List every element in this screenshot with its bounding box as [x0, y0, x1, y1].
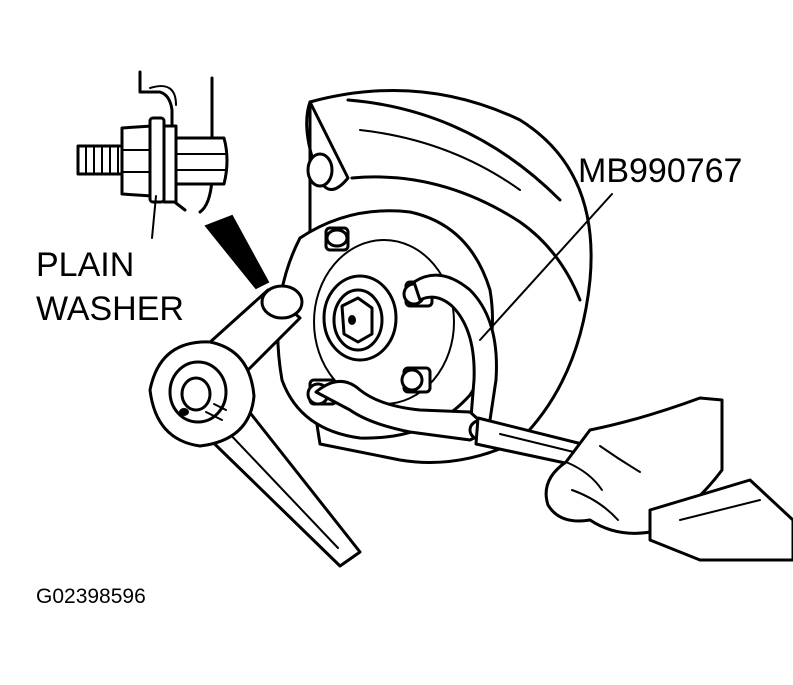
- ratchet-wrench: [148, 284, 362, 568]
- part-leader-line: [479, 193, 613, 341]
- hand: [544, 396, 793, 562]
- figure-id-label: G02398596: [36, 585, 146, 608]
- plain-washer-label-line1: PLAIN: [36, 246, 135, 284]
- part-number-label: MB990767: [578, 152, 743, 190]
- plain-washer-label-line2: WASHER: [36, 290, 184, 328]
- bolt-detail: [76, 70, 229, 239]
- wheel-stud: [324, 226, 350, 252]
- pointer-arrow: [204, 214, 270, 290]
- wheel-hub: [276, 209, 494, 440]
- holder-tool: [314, 273, 600, 472]
- wheel-stud: [400, 366, 432, 394]
